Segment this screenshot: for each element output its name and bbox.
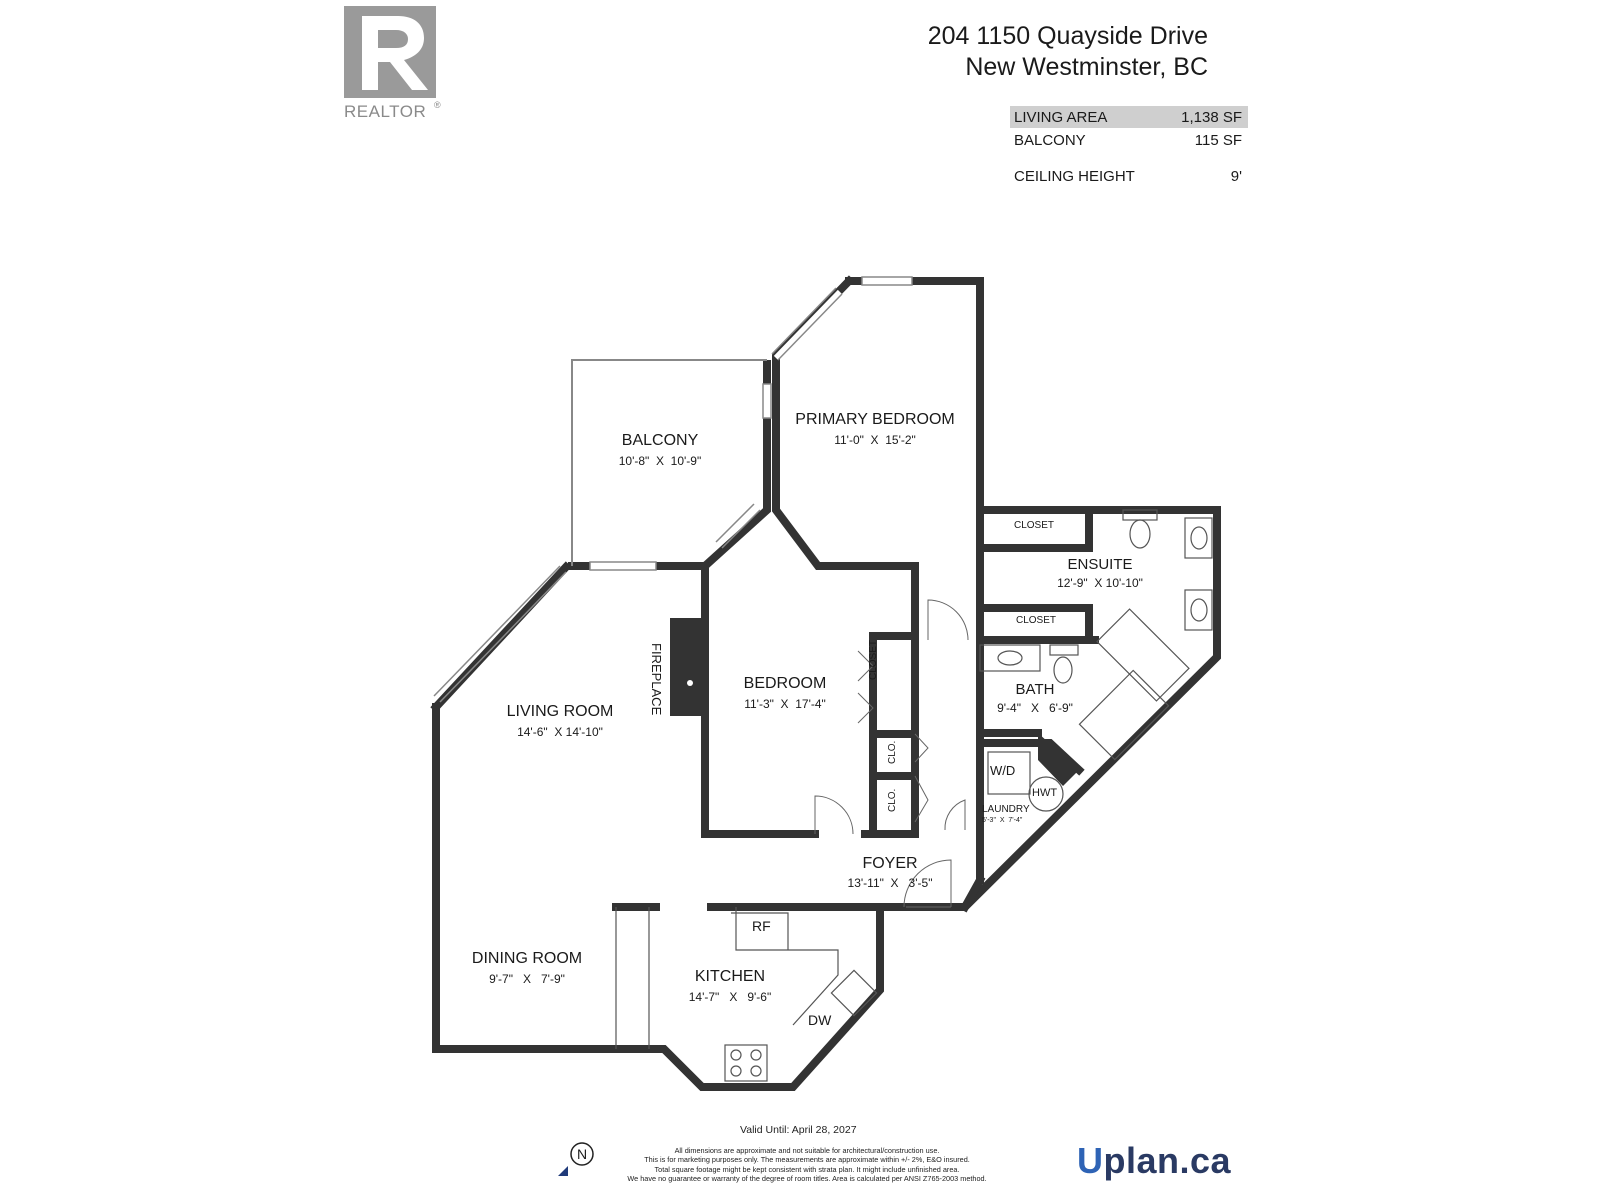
room-name: KITCHEN bbox=[694, 968, 766, 985]
outer-wall bbox=[707, 277, 1221, 911]
living-room-label: LIVING ROOM 14'-6" X 14'-10" bbox=[490, 703, 630, 739]
room-name: LAUNDRY bbox=[982, 804, 1030, 815]
room-dims: 12'-9" X 10'-10" bbox=[1057, 576, 1143, 590]
stat-living-area: LIVING AREA 1,138 SF bbox=[1010, 106, 1248, 128]
registered-mark: ® bbox=[434, 100, 441, 110]
balcony-label: BALCONY 10'-8" X 10'-9" bbox=[600, 432, 720, 468]
rf-label: RF bbox=[752, 918, 771, 934]
dining-room-label: DINING ROOM 9'-7" X 7'-9" bbox=[462, 950, 592, 986]
uplan-u: U bbox=[1077, 1140, 1104, 1181]
uplan-logo: Uplan.ca bbox=[1077, 1140, 1231, 1182]
north-letter: N bbox=[577, 1146, 588, 1162]
walls bbox=[430, 275, 1221, 1091]
disclaimer: All dimensions are approximate and not s… bbox=[597, 1146, 1017, 1184]
room-dims: 9'-4" X 6'-9" bbox=[997, 701, 1073, 715]
room-name: DINING ROOM bbox=[471, 950, 583, 967]
bedroom-label: BEDROOM 11'-3" X 17'-4" bbox=[725, 675, 845, 711]
primary-bedroom-label: PRIMARY BEDROOM 11'-0" X 15'-2" bbox=[780, 411, 970, 447]
room-name: FOYER bbox=[862, 855, 918, 872]
windows bbox=[433, 276, 913, 703]
dw-label: DW bbox=[808, 1012, 832, 1028]
stat-label: LIVING AREA bbox=[1014, 109, 1108, 126]
bath-wall bbox=[959, 636, 1042, 913]
laundry-chase bbox=[1038, 733, 1079, 786]
uplan-text: plan.ca bbox=[1103, 1140, 1232, 1181]
closet-top-label: CLOSET bbox=[1014, 520, 1055, 531]
room-dims: 5'-3" X 7'-4" bbox=[982, 817, 1023, 824]
disclaimer-line: Total square footage might be kept consi… bbox=[654, 1164, 960, 1174]
kitchen-label: KITCHEN 14'-7" X 9'-6" bbox=[670, 968, 790, 1004]
stat-value: 115 SF bbox=[1194, 132, 1242, 149]
clo-label-2: CLO. bbox=[887, 788, 898, 812]
closet-wall bbox=[869, 632, 919, 838]
room-name: BALCONY bbox=[621, 432, 699, 449]
ensuite-label: ENSUITE 12'-9" X 10'-10" bbox=[1040, 556, 1160, 590]
room-dims: 11'-3" X 17'-4" bbox=[744, 697, 826, 711]
bath-label: BATH 9'-4" X 6'-9" bbox=[985, 681, 1085, 715]
solid-elements bbox=[670, 618, 1079, 786]
hwt-label: HWT bbox=[1032, 787, 1058, 799]
room-dims: 11'-0" X 15'-2" bbox=[834, 433, 916, 447]
balcony-railing bbox=[571, 359, 767, 566]
stat-value: 9' bbox=[1230, 168, 1242, 185]
north-arrow: N bbox=[554, 1140, 600, 1180]
door-swings bbox=[814, 599, 969, 908]
fireplace-vent bbox=[687, 680, 693, 686]
stat-label: CEILING HEIGHT bbox=[1014, 168, 1135, 185]
valid-until: Valid Until: April 28, 2027 bbox=[740, 1124, 857, 1136]
closet-bottom-label: CLOSET bbox=[1016, 615, 1057, 626]
room-name: BEDROOM bbox=[743, 675, 827, 692]
stat-value: 1,138 SF bbox=[1181, 109, 1242, 126]
fireplace-label: FIREPLACE bbox=[649, 643, 664, 716]
realtor-logo: REALTOR ® bbox=[344, 6, 441, 124]
bath-fixtures bbox=[979, 509, 1213, 812]
wd-label: W/D bbox=[990, 763, 1016, 778]
realtor-r-icon bbox=[344, 6, 436, 98]
foyer-label: FOYER 13'-11" X 3'-5" bbox=[825, 855, 955, 890]
fireplace bbox=[670, 618, 705, 716]
laundry-label: LAUNDRY 5'-3" X 7'-4" bbox=[982, 804, 1046, 824]
kitchen-fixtures bbox=[615, 907, 878, 1082]
stat-label: BALCONY bbox=[1014, 132, 1086, 149]
room-dims: 14'-7" X 9'-6" bbox=[688, 990, 772, 1004]
laundry-wall bbox=[976, 739, 1085, 776]
north-arrow-icon bbox=[558, 1142, 594, 1176]
disclaimer-line: This is for marketing purposes only. The… bbox=[644, 1155, 970, 1165]
stat-ceiling-height: CEILING HEIGHT 9' bbox=[1010, 165, 1248, 187]
room-dims: 9'-7" X 7'-9" bbox=[489, 972, 565, 986]
disclaimer-line: All dimensions are approximate and not s… bbox=[674, 1146, 940, 1155]
room-dims: 10'-8" X 10'-9" bbox=[618, 454, 702, 468]
ensuite-wall bbox=[976, 506, 1099, 644]
stat-balcony: BALCONY 115 SF bbox=[1010, 129, 1248, 151]
address-line-2: New Westminster, BC bbox=[965, 53, 1208, 81]
room-name: LIVING ROOM bbox=[506, 703, 614, 720]
realtor-wordmark: REALTOR bbox=[344, 102, 427, 121]
room-dims: 13'-11" X 3'-5" bbox=[847, 876, 933, 890]
address-line-1: 204 1150 Quayside Drive bbox=[927, 22, 1208, 50]
clo-label-1: CLO. bbox=[887, 740, 898, 764]
room-name: ENSUITE bbox=[1067, 556, 1133, 573]
room-name: BATH bbox=[1015, 681, 1055, 698]
room-name: PRIMARY BEDROOM bbox=[795, 411, 955, 428]
disclaimer-line: We have no guarantee or warranty of the … bbox=[627, 1174, 987, 1184]
room-dims: 14'-6" X 14'-10" bbox=[517, 725, 603, 739]
bedroom-closet-label: CLOSET bbox=[868, 639, 879, 680]
